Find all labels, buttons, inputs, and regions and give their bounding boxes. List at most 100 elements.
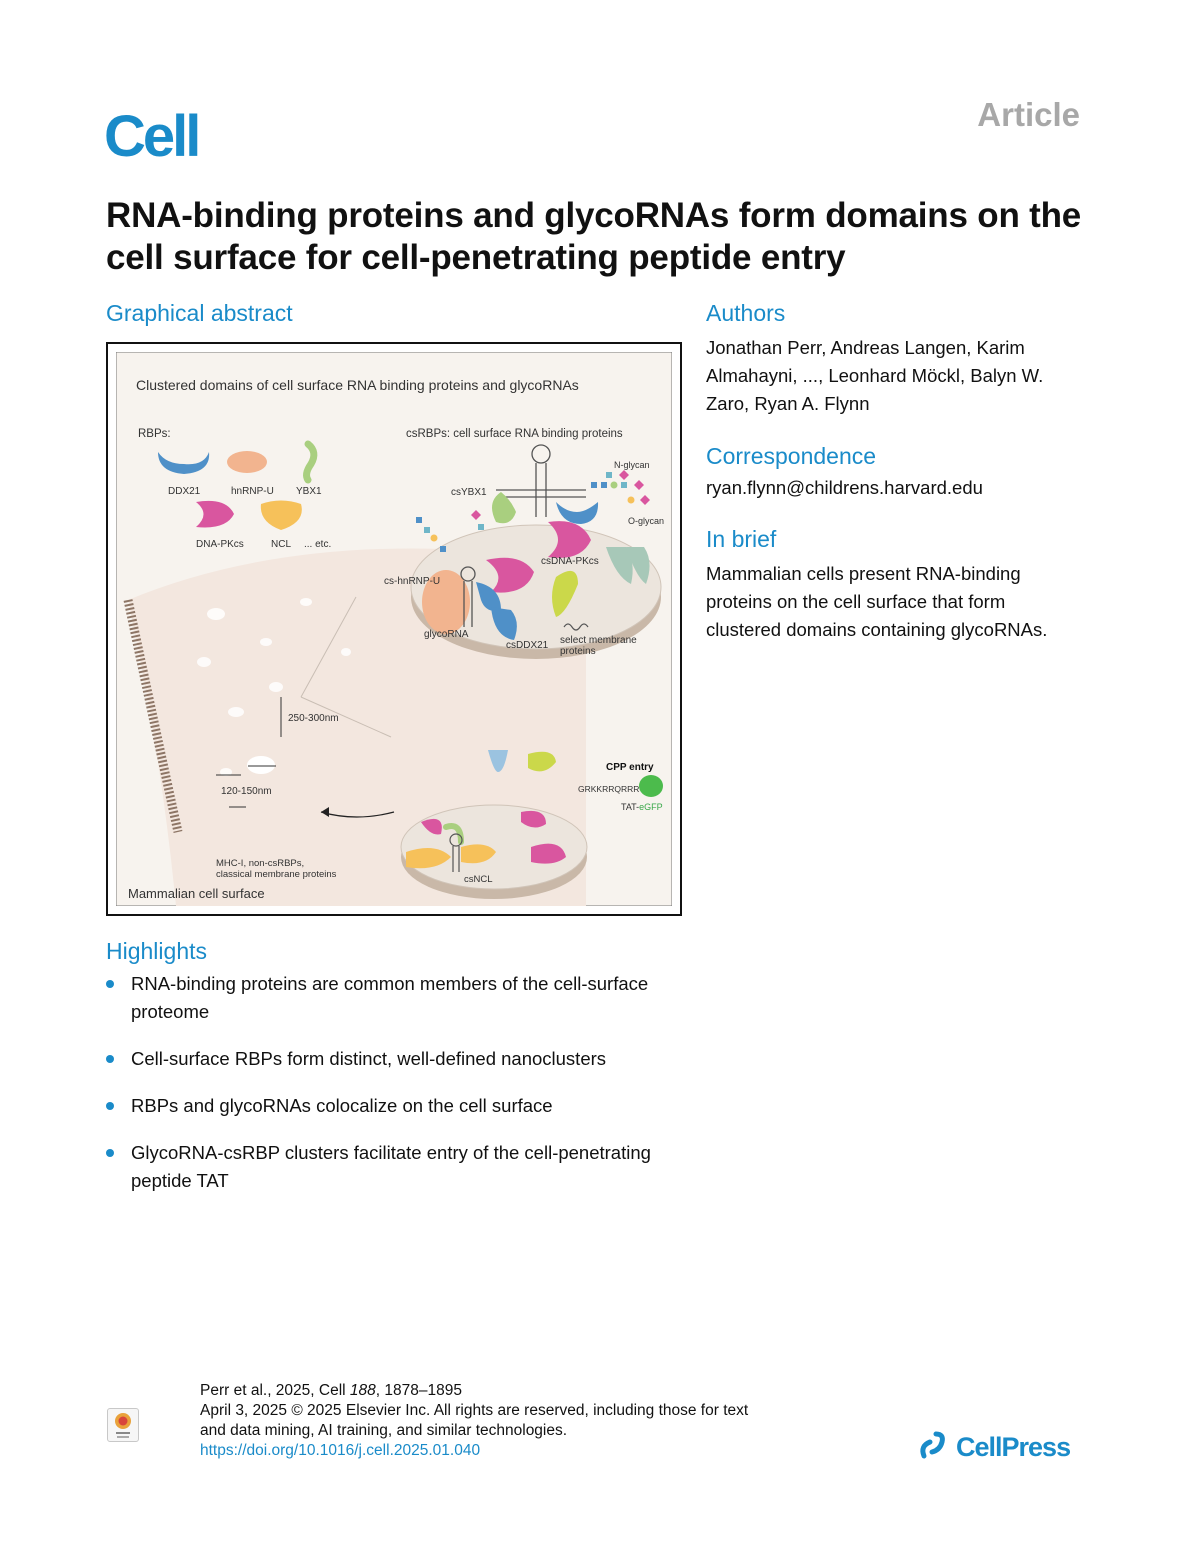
mhc-label-2: classical membrane proteins — [216, 869, 337, 880]
zoom-lines — [300, 596, 392, 738]
cellpress-logo: CellPress — [920, 1431, 1071, 1462]
cpp-top-protein-yellow — [528, 751, 556, 772]
select-membrane-protein — [552, 570, 578, 617]
highlight-item: Cell-surface RBPs form distinct, well-de… — [106, 1045, 686, 1073]
cshnrnp-u-label: cs-hnRNP-U — [384, 576, 440, 587]
csddx21-protein — [491, 607, 517, 640]
csdna-pkcs-label: csDNA-PKcs — [541, 556, 599, 567]
copyright-line-2: and data mining, AI training, and simila… — [200, 1422, 568, 1439]
bullet-icon — [106, 1102, 114, 1110]
csncl-label: csNCL — [464, 874, 493, 885]
graphical-abstract-figure: Clustered domains of cell surface RNA bi… — [106, 342, 682, 916]
check-for-updates-badge[interactable] — [107, 1408, 139, 1442]
dna-pkcs-label: DNA-PKcs — [196, 539, 244, 550]
csrbp-ddx21-top — [556, 502, 599, 524]
check-updates-icon — [115, 1413, 131, 1438]
glycorna-hairpin-mid — [460, 566, 476, 627]
membrane-edge — [123, 599, 183, 833]
graphical-abstract-illustration: Clustered domains of cell surface RNA bi… — [116, 352, 672, 906]
csncl-protein-left — [406, 848, 451, 869]
tat-egfp-label: TAT-eGFP — [621, 802, 663, 812]
bullet-icon — [106, 980, 114, 988]
article-type-label: Article — [977, 96, 1080, 133]
in-brief-heading: In brief — [706, 526, 777, 552]
citation-volume: 188 — [349, 1382, 376, 1399]
cpp-glycorna-hairpin — [449, 833, 463, 872]
copyright-line: April 3, 2025 © 2025 Elsevier Inc. All r… — [200, 1402, 749, 1419]
doi-link[interactable]: https://doi.org/10.1016/j.cell.2025.01.0… — [200, 1442, 481, 1459]
article-title: RNA-binding proteins and glycoRNAs form … — [106, 196, 1082, 277]
nanocluster-ellipse — [247, 756, 275, 774]
highlight-item: RBPs and glycoRNAs colocalize on the cel… — [106, 1092, 686, 1120]
journal-logo: Cell — [104, 104, 201, 169]
authors-list: Jonathan Perr, Andreas Langen, Karim Alm… — [706, 337, 1044, 414]
highlight-text: RBPs and glycoRNAs colocalize on the cel… — [131, 1095, 553, 1116]
ybx1-icon — [303, 440, 318, 484]
tat-label: TAT- — [621, 802, 639, 812]
n-glycan-label: N-glycan — [614, 460, 650, 470]
o-glycan-label: O-glycan — [628, 516, 664, 526]
egfp-label: eGFP — [639, 802, 663, 812]
cpp-pink-right — [531, 843, 566, 864]
highlight-item: RNA-binding proteins are common members … — [106, 970, 686, 1026]
glycorna-label: glycoRNA — [424, 629, 469, 640]
highlight-text: GlycoRNA-csRBP clusters facilitate entry… — [131, 1142, 651, 1191]
dna-pkcs-icon — [196, 500, 234, 528]
bullet-icon — [106, 1055, 114, 1063]
dim-120-label: 120-150nm — [221, 786, 272, 797]
citation-pages: , 1878–1895 — [375, 1382, 462, 1399]
etc-label: ... etc. — [304, 539, 331, 550]
select-membrane-label-2: proteins — [560, 646, 596, 657]
citation-prefix: Perr et al., 2025, Cell — [200, 1382, 350, 1399]
cpp-pink-mid — [521, 810, 546, 828]
select-membrane-label-1: select membrane — [560, 635, 637, 646]
ybx1-label: YBX1 — [296, 486, 322, 497]
arrow-head — [321, 807, 329, 817]
authors-heading: Authors — [706, 300, 786, 326]
egfp-icon — [639, 775, 663, 797]
cpp-ybx1 — [443, 823, 464, 845]
ddx21-bound — [476, 582, 501, 611]
mhc-like-proteins — [606, 547, 650, 584]
csybx1-label: csYBX1 — [451, 487, 487, 498]
csybx1-protein — [492, 492, 516, 524]
graphical-abstract-heading: Graphical abstract — [106, 300, 293, 326]
csdna-pkcs-back — [548, 521, 591, 558]
figure-title: Clustered domains of cell surface RNA bi… — [136, 377, 579, 393]
cpp-pink-left — [421, 818, 442, 835]
csrbps-label: csRBPs: cell surface RNA binding protein… — [406, 428, 623, 440]
ddx21-icon — [158, 452, 210, 474]
rbps-label: RBPs: — [138, 428, 171, 440]
citation-line: Perr et al., 2025, Cell 188, 1878–1895 — [200, 1381, 820, 1401]
glycorna-hairpin-top — [496, 444, 586, 517]
highlights-heading: Highlights — [106, 938, 207, 964]
mammalian-cell-surface-label: Mammalian cell surface — [128, 886, 265, 901]
csdna-pkcs-protein — [486, 557, 534, 593]
ncl-label: NCL — [271, 539, 291, 550]
ncl-icon — [260, 500, 302, 530]
highlight-text: Cell-surface RBPs form distinct, well-de… — [131, 1048, 607, 1069]
cellpress-wordmark: CellPress — [956, 1432, 1070, 1462]
hnrnp-u-icon — [227, 451, 267, 473]
highlight-text: RNA-binding proteins are common members … — [131, 973, 649, 1022]
cpp-entry-label: CPP entry — [606, 762, 654, 773]
cellpress-icon — [920, 1431, 945, 1459]
correspondence-heading: Correspondence — [706, 443, 877, 469]
dim-250-label: 250-300nm — [288, 713, 339, 724]
highlight-item: GlycoRNA-csRBP clusters facilitate entry… — [106, 1139, 686, 1195]
membrane-tail — [563, 623, 589, 631]
ddx21-label: DDX21 — [168, 486, 201, 497]
cpp-sequence-label: GRKKRRQRRR- — [578, 784, 642, 794]
csrbp-domain-disc — [410, 524, 662, 650]
hnrnp-u-label: hnRNP-U — [231, 486, 274, 497]
highlights-list: RNA-binding proteins are common members … — [106, 970, 686, 1214]
bullet-icon — [106, 1149, 114, 1157]
citation-footer: Perr et al., 2025, Cell 188, 1878–1895 A… — [200, 1381, 820, 1461]
correspondence-email[interactable]: ryan.flynn@childrens.harvard.edu — [706, 477, 983, 498]
membrane-pores — [197, 598, 351, 776]
glycan-chains — [416, 470, 650, 552]
csddx21-label: csDDX21 — [506, 640, 549, 651]
csncl-protein-right — [461, 844, 496, 864]
in-brief-text: Mammalian cells present RNA-binding prot… — [706, 563, 1048, 640]
cshnrnp-u-protein — [422, 570, 470, 634]
